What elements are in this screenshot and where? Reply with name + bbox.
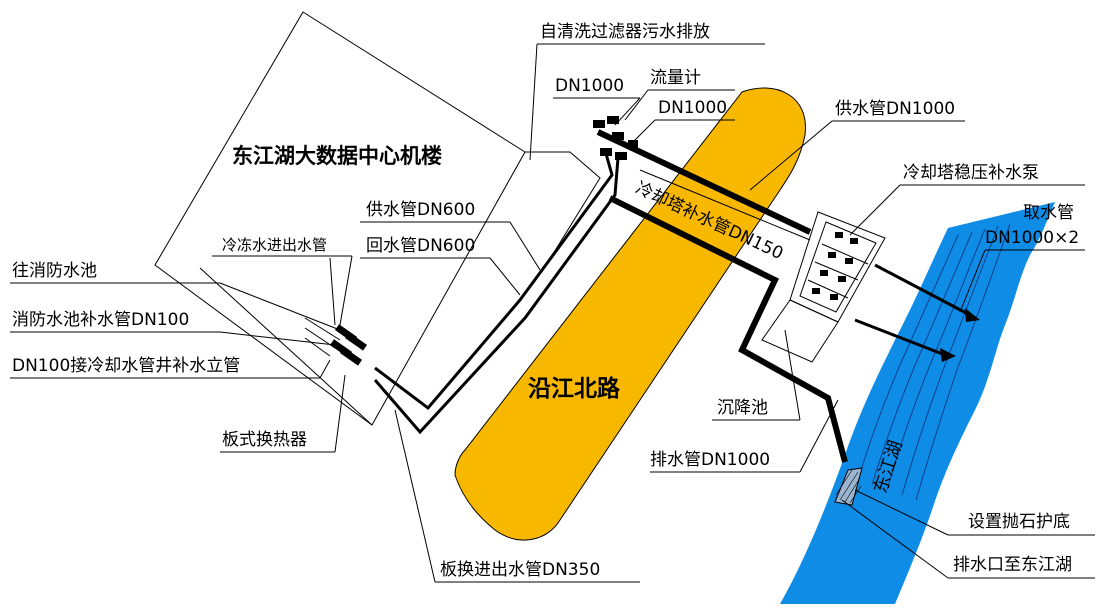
riprap-hatch — [835, 469, 862, 504]
label-return-dn600: 回水管DN600 — [366, 236, 476, 256]
intake-head-1 — [965, 308, 980, 322]
pump-house-inner — [799, 221, 877, 313]
label-outlet: 排水口至东江湖 — [953, 555, 1072, 575]
building-annex — [525, 151, 601, 263]
settling-tank-box — [761, 299, 839, 363]
label-supply-dn1000: 供水管DN1000 — [835, 99, 956, 119]
label-filter-drain: 自清洗过滤器污水排放 — [540, 22, 710, 42]
intake-pipe-1 — [874, 263, 971, 317]
building-name: 东江湖大数据中心机楼 — [232, 144, 442, 168]
supply-pipe-dn600 — [374, 149, 614, 411]
lake-body — [780, 202, 1055, 604]
pipes — [373, 129, 971, 463]
label-dn1000-b: DN1000 — [658, 98, 728, 118]
label-settling-tank: 沉降池 — [717, 398, 768, 418]
road-area — [454, 87, 806, 541]
pump-units — [812, 232, 858, 300]
label-intake-spec: DN1000×2 — [985, 228, 1080, 248]
label-to-fire-pool: 往消防水池 — [12, 261, 97, 281]
label-plate-hx-pipe: 板换进出水管DN350 — [440, 560, 601, 580]
lake-contour-lines — [857, 223, 1011, 501]
supply-pipe-dn1000 — [596, 129, 812, 235]
leader-lines — [10, 43, 1095, 583]
label-supply-dn600: 供水管DN600 — [366, 200, 476, 220]
label-flow-meter: 流量计 — [650, 68, 701, 88]
label-makeup-pump: 冷却塔稳压补水泵 — [903, 163, 1039, 183]
road-body — [454, 87, 806, 541]
label-chilled-water: 冷冻水进出水管 — [222, 236, 328, 254]
return-pipe-dn600 — [373, 157, 620, 435]
intake-head-2 — [940, 348, 956, 362]
discharge-pipe-dn1000 — [608, 195, 848, 463]
filter-cluster — [593, 116, 638, 160]
label-plate-hx: 板式换热器 — [222, 430, 307, 450]
intake-pipe-2 — [854, 318, 946, 357]
label-dn1000-a: DN1000 — [555, 76, 625, 96]
label-riprap: 设置抛石护底 — [968, 512, 1070, 532]
label-intake-pipe: 取水管 — [1023, 203, 1074, 223]
pump-station — [761, 211, 886, 363]
plate-heat-exchangers — [329, 324, 368, 366]
label-drain-dn1000: 排水管DN1000 — [650, 450, 771, 470]
lake-area — [780, 202, 1055, 604]
road-name: 沿江北路 — [528, 376, 620, 402]
label-dn100-riser: DN100接冷却水管井补水立管 — [12, 356, 241, 376]
label-fire-pool-makeup: 消防水池补水管DN100 — [12, 310, 190, 330]
building — [154, 11, 601, 426]
tower-makeup-pipe — [639, 169, 811, 241]
